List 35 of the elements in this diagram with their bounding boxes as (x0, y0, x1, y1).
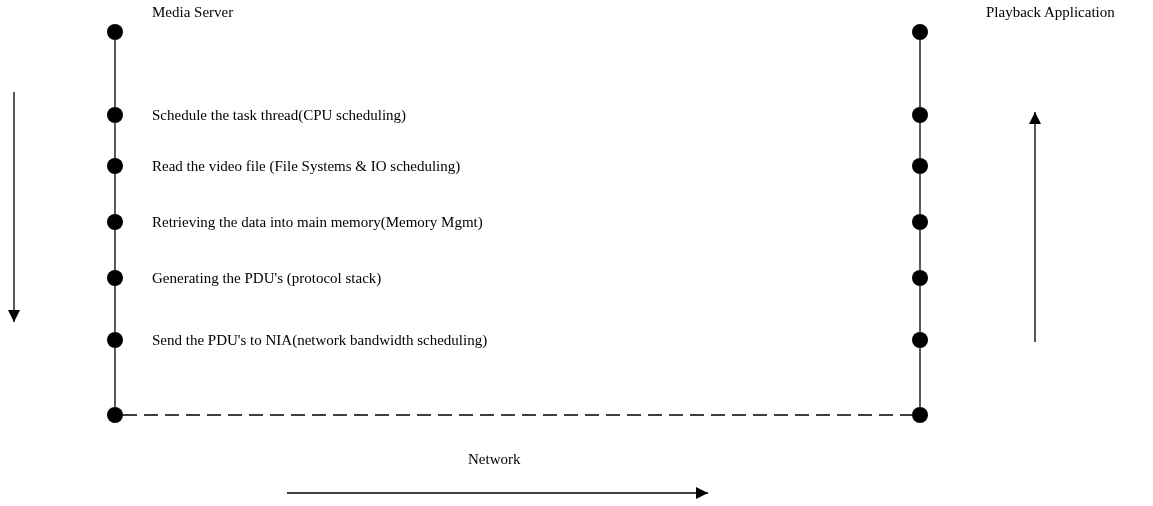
dot (107, 407, 123, 423)
connector-line (919, 39, 921, 108)
connector-line (114, 122, 116, 159)
network-label: Network (468, 450, 521, 468)
dot (107, 158, 123, 174)
dot (107, 107, 123, 123)
dashed-line (122, 414, 913, 416)
dot (107, 270, 123, 286)
step-label: Playback Application (986, 3, 1115, 21)
connector-line (114, 347, 116, 408)
connector-line (114, 229, 116, 271)
dot (912, 158, 928, 174)
connector-line (919, 229, 921, 271)
connector-line (919, 122, 921, 159)
dot (107, 24, 123, 40)
step-label: Media Server (152, 3, 234, 21)
dot (912, 107, 928, 123)
step-label: Schedule the task thread(CPU scheduling) (152, 106, 407, 124)
step-label: Send the PDU's to NIA(network bandwidth scheduling) (152, 331, 488, 349)
connector-line (114, 39, 116, 108)
connector-line (114, 285, 116, 333)
dot (912, 407, 928, 423)
dot (912, 270, 928, 286)
connector-line (919, 173, 921, 215)
step-label: Read the video file (File Systems & IO scheduling) (152, 157, 461, 175)
connector-line (114, 173, 116, 215)
dot (912, 332, 928, 348)
dot (107, 332, 123, 348)
dot (912, 24, 928, 40)
dot (912, 214, 928, 230)
connector-line (919, 285, 921, 333)
step-label: Retrieving the data into main memory(Memory Mgmt) (152, 213, 483, 231)
step-label: Generating the PDU's (protocol stack) (152, 269, 382, 287)
connector-line (919, 347, 921, 408)
dot (107, 214, 123, 230)
